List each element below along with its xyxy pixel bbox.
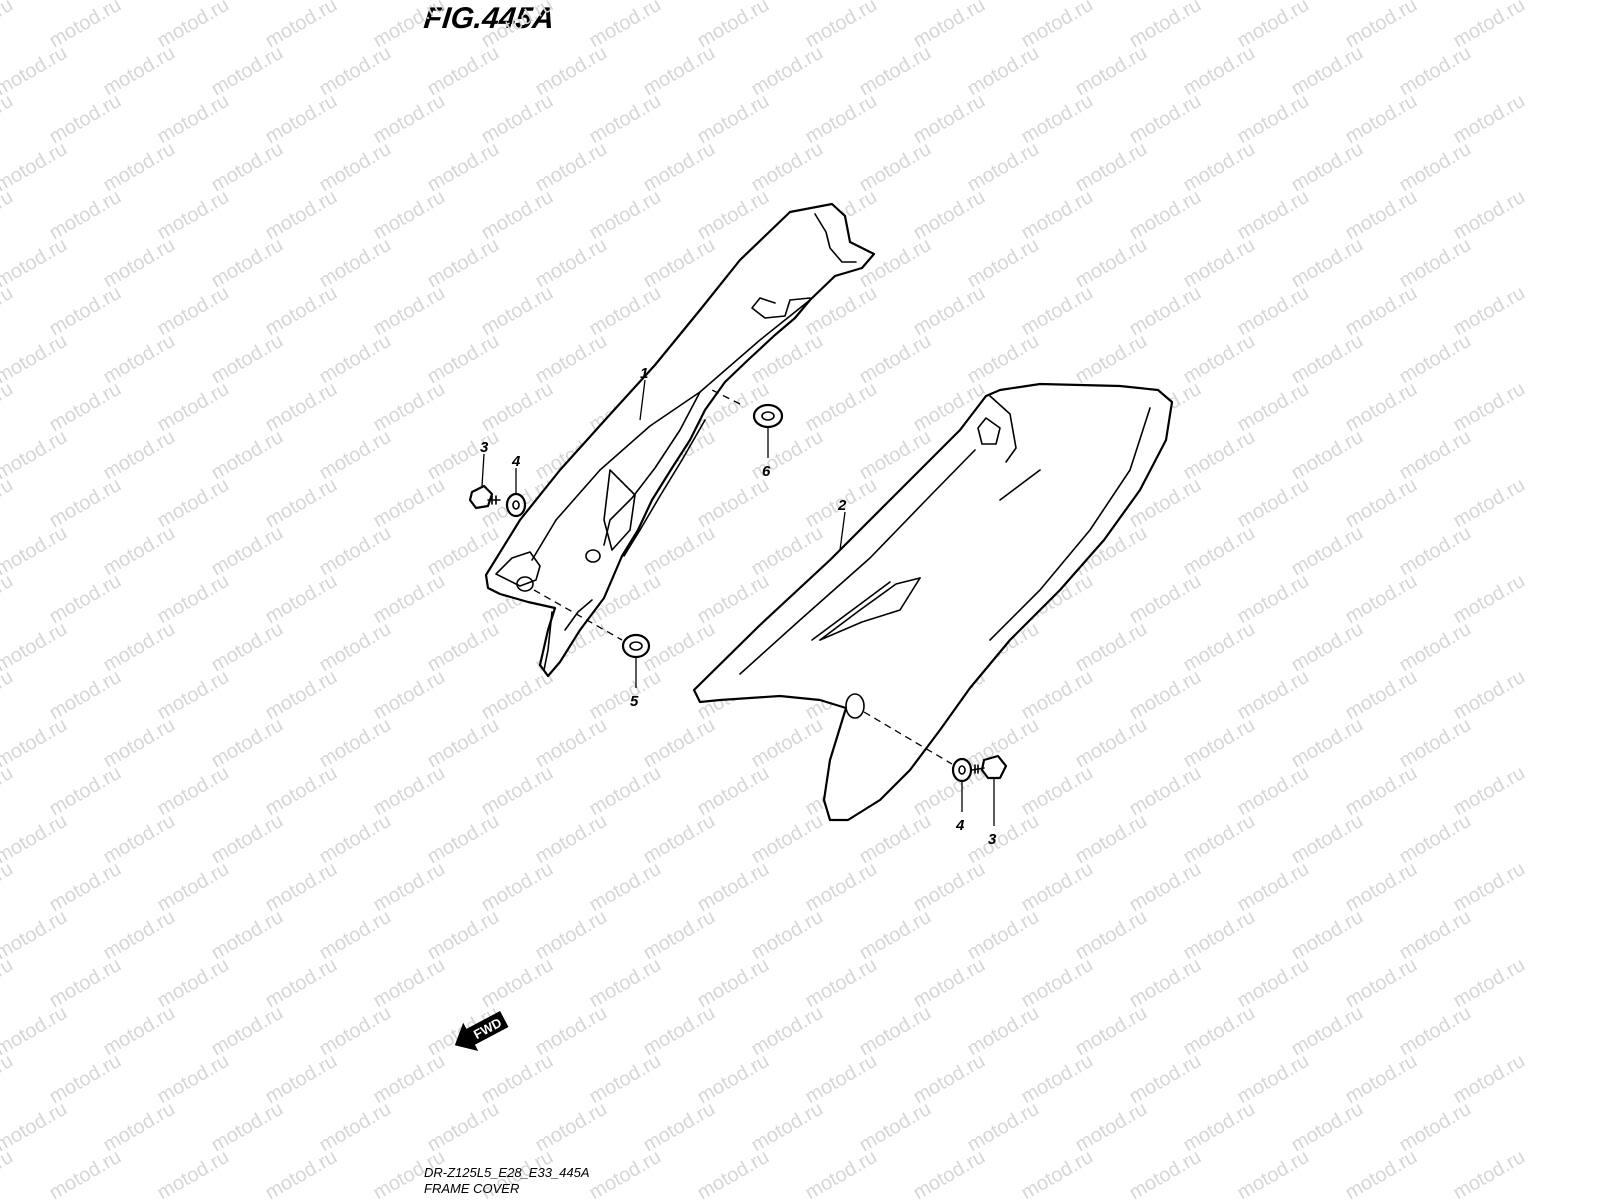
watermark-text: motod.ru [0,0,17,52]
callout-3-right: 3 [988,831,997,848]
watermark-text: motod.ru [1018,1146,1097,1200]
callout-1: 1 [640,365,648,382]
watermark-text: motod.ru [0,282,17,341]
watermark-text: motod.ru [0,186,17,245]
grommet-5 [621,633,651,659]
watermark-text: motod.ru [0,474,17,533]
watermark-text: motod.ru [586,1146,665,1200]
callout-4-left: 4 [511,453,521,470]
watermark-text: motod.ru [802,1146,881,1200]
callout-3-left: 3 [480,439,489,456]
watermark-text: motod.ru [0,522,71,581]
assembly-line-grommet-6 [711,389,741,405]
watermark-text: motod.ru [1450,1146,1529,1200]
watermark-text: motod.ru [0,426,71,485]
watermark-text: motod.ru [910,1146,989,1200]
watermark-text: motod.ru [154,1146,233,1200]
watermark-text: motod.ru [0,90,17,149]
watermark-text: motod.ru [0,666,17,725]
frame-cover-left [484,202,876,678]
watermark-text: motod.ru [0,42,71,101]
leader-3-left [481,453,485,487]
watermark-text: motod.ru [0,762,17,821]
callout-5: 5 [630,693,639,710]
watermark-text: motod.ru [0,714,71,773]
model-code: DR-Z125L5_E28_E33_445A [424,1165,590,1180]
watermark-text: motod.ru [0,570,17,629]
assembly-line-grommet-5 [533,589,623,641]
watermark-text: motod.ru [1342,1146,1421,1200]
watermark-text: motod.ru [0,954,17,1013]
washer-4-right [951,757,973,783]
watermark-text: motod.ru [0,138,71,197]
watermark-text: motod.ru [1126,1146,1205,1200]
watermark-text: motod.ru [0,618,71,677]
watermark-text: motod.ru [0,1002,71,1061]
watermark-text: motod.ru [0,1050,17,1109]
callout-4-right: 4 [955,817,965,834]
assembly-line-washer-right [863,711,953,765]
grommet-6 [752,403,784,429]
watermark-text: motod.ru [0,858,17,917]
watermark-text: motod.ru [0,330,71,389]
watermark-text: motod.ru [0,906,71,965]
watermark-text: motod.ru [1234,1146,1313,1200]
frame-cover-right [692,382,1174,822]
watermark-text: motod.ru [46,1146,125,1200]
callout-2: 2 [837,497,847,514]
watermark-text: motod.ru [694,1146,773,1200]
watermark-text: motod.ru [0,810,71,869]
leader-2 [839,511,846,551]
watermark-text: motod.ru [0,1098,71,1157]
section-title: FRAME COVER [424,1181,520,1196]
watermark-text: motod.ru [0,234,71,293]
washer-4-left [505,492,527,518]
leader-1 [639,379,646,421]
callout-6: 6 [762,463,771,480]
bolt-3-left [468,484,501,510]
watermark-text: motod.ru [0,378,17,437]
watermark-text: motod.ru [0,1146,17,1200]
watermark-text: motod.ru [262,1146,341,1200]
bolt-3-right [971,754,1008,780]
